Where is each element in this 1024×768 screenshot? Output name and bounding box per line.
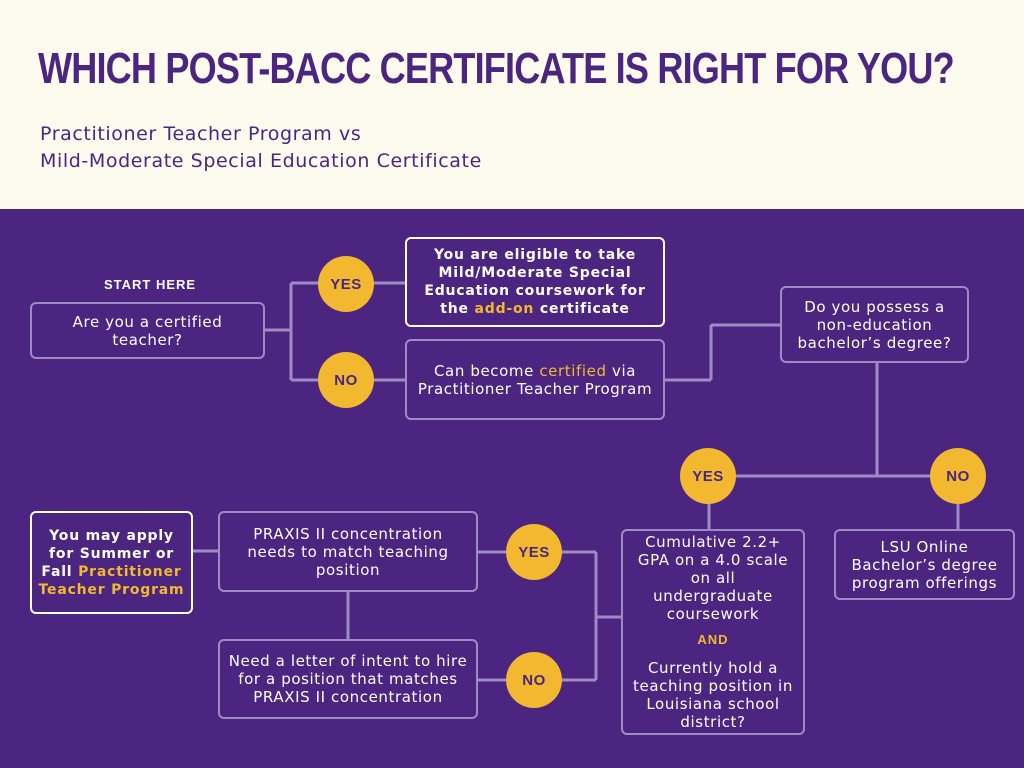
no-circle-degree: NO [930,448,986,504]
apply-text: You may apply for Summer or Fall Practit… [36,527,187,599]
eligible-text-highlight: add-on [474,301,535,317]
gpa-requirement-text: Cumulative 2.2+ GPA on a 4.0 scale on al… [637,533,789,623]
eligible-add-on-text: You are eligible to take Mild/Moderate S… [413,246,657,318]
letter-of-intent-text: Need a letter of intent to hire for a po… [228,652,468,706]
letter-of-intent-box: Need a letter of intent to hire for a po… [218,639,478,719]
start-here-label: START HERE [104,277,197,292]
become-certified-pre: Can become [433,361,540,380]
header: WHICH POST-BACC CERTIFICATE IS RIGHT FOR… [0,0,1024,209]
no-circle-position: NO [506,652,562,708]
eligible-add-on-box: You are eligible to take Mild/Moderate S… [405,237,665,327]
gpa-requirements-box: Cumulative 2.2+ GPA on a 4.0 scale on al… [621,529,805,735]
apply-text-highlight: Practitioner Teacher Program [38,563,185,598]
degree-question-text: Do you possess a non-education bachelor’… [797,297,952,352]
yes-circle-certified: YES [318,256,374,312]
degree-question-box: Do you possess a non-education bachelor’… [780,286,969,363]
subtitle-line-2: Mild-Moderate Special Education Certific… [40,150,482,172]
certified-teacher-question: Are you a certified teacher? [30,302,265,359]
become-certified-box: Can become certified via Practitioner Te… [405,339,665,420]
yes-circle-degree: YES [680,448,736,504]
eligible-text-post: certificate [534,301,630,317]
become-certified-text: Can become certified via Practitioner Te… [413,362,657,398]
praxis-box: PRAXIS II concentration needs to match t… [218,511,478,592]
lsu-online-text: LSU Online Bachelor’s degree program off… [851,537,998,592]
apply-box: You may apply for Summer or Fall Practit… [30,511,193,614]
no-circle-certified: NO [318,352,374,408]
eligible-text-pre: You are eligible to take Mild/Moderate S… [424,247,646,317]
teaching-position-question-text: Currently hold a teaching position in Lo… [633,659,793,731]
become-certified-post: via Practitioner Teacher Program [417,361,653,398]
praxis-text: PRAXIS II concentration needs to match t… [247,524,449,579]
yes-circle-position: YES [506,524,562,580]
become-certified-highlight: certified [539,361,607,380]
page-title: WHICH POST-BACC CERTIFICATE IS RIGHT FOR… [38,44,955,93]
certified-teacher-question-text: Are you a certified teacher? [72,312,223,349]
lsu-online-box: LSU Online Bachelor’s degree program off… [834,529,1015,600]
apply-text-pre: You may apply for Summer or Fall [41,527,174,580]
subtitle-line-1: Practitioner Teacher Program vs [40,123,362,145]
and-label: AND [697,632,729,647]
